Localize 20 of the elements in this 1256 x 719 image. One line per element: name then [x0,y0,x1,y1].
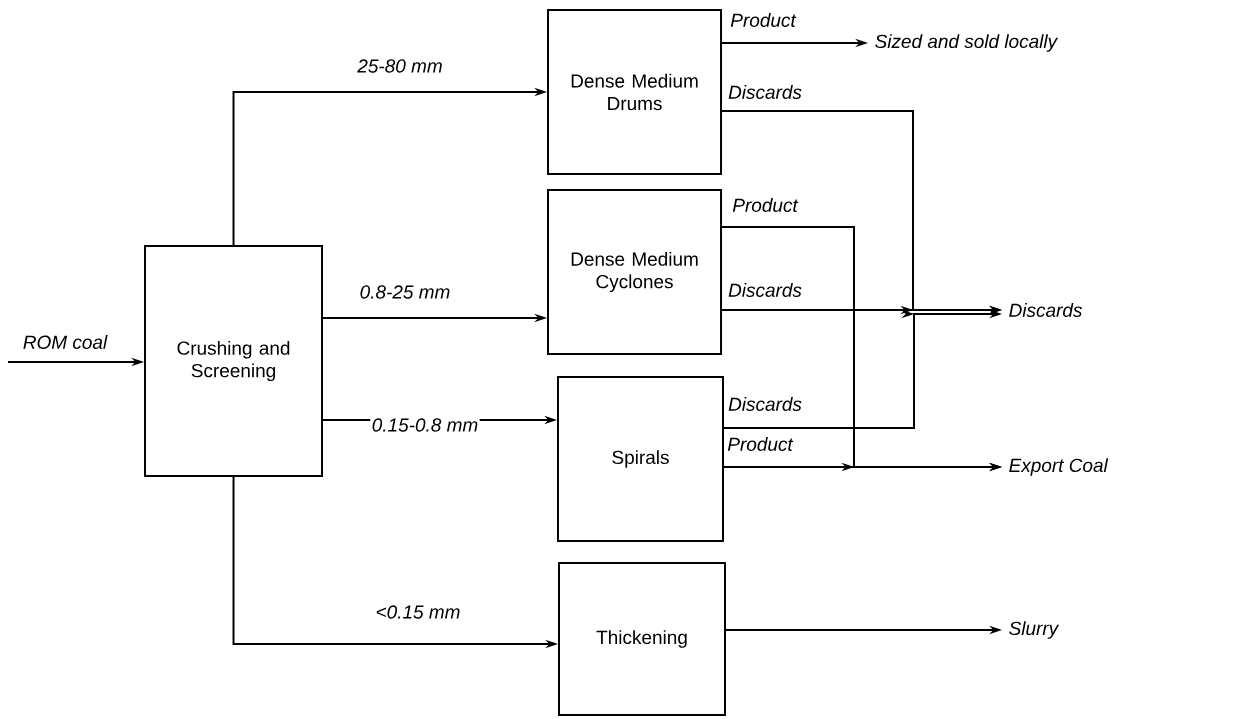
process-box: Spirals [557,376,724,542]
edge-label: 25-80 mm [355,57,445,75]
edge-label: 0.8-25 mm [358,283,452,301]
output-label: Sized and sold locally [875,34,1059,52]
output-label: Export Coal [1009,458,1109,476]
edge-label: Product [728,11,798,29]
output-label: Discards [1009,303,1083,317]
process-box: Dense Medium Cyclones [547,189,722,355]
output-label: Slurry [1009,621,1060,639]
edge-label: Discards [726,83,804,101]
edge-label: Product [725,435,795,453]
process-box: Dense Medium Drums [547,9,722,175]
edge-label: <0.15 mm [374,603,462,621]
process-box: Crushing and Screening [144,245,323,477]
edge-label: 0.15-0.8 mm [370,416,480,434]
edge-label: Product [730,196,800,214]
edge-label: ROM coal [21,333,109,351]
process-box: Thickening [558,562,726,716]
edge-label: Discards [726,281,804,299]
edge-label: Discards [726,395,804,413]
